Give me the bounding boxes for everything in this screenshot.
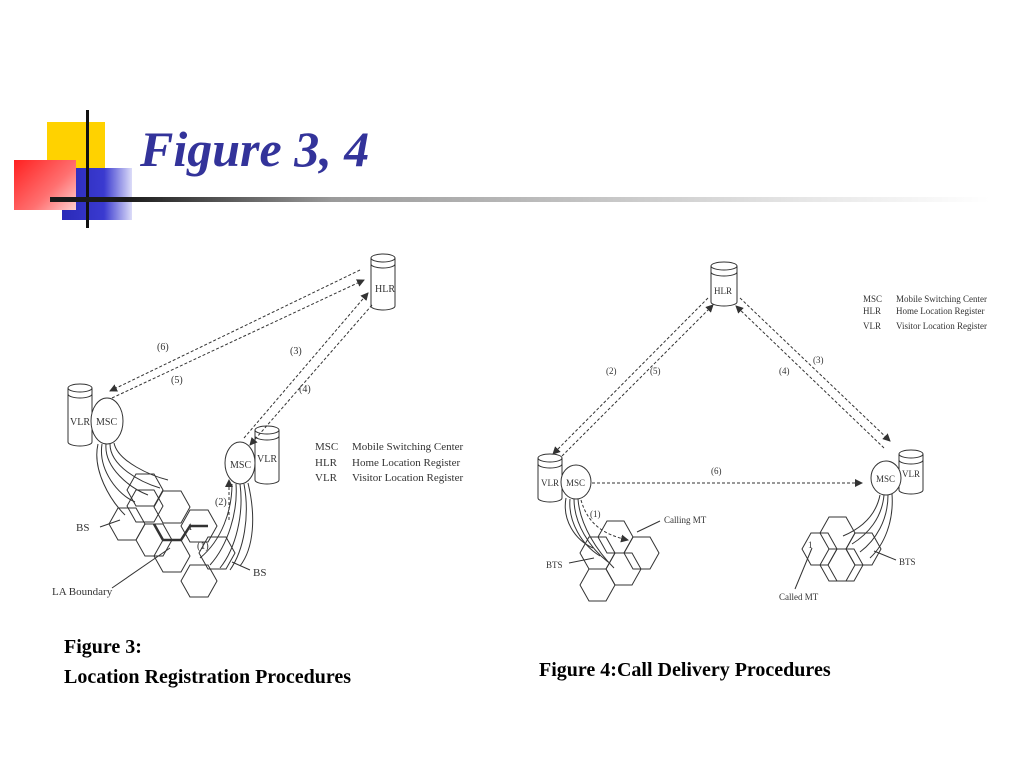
fig4-legend-abbr-msc: MSC <box>863 294 882 304</box>
fig4-cell-cluster-left <box>579 520 660 602</box>
fig4-vlr-right-node <box>898 449 924 495</box>
fig3-bs-left-pointer <box>99 519 121 528</box>
fig3-step-2: (2) <box>215 497 227 508</box>
fig3-legend-abbr-vlr: VLR <box>315 472 338 484</box>
fig4-step-3: (3) <box>813 355 824 365</box>
fig4-radio-links-right <box>842 493 893 559</box>
fig3-la-boundary-pointer <box>111 547 171 589</box>
fig4-step-5: (5) <box>650 366 661 376</box>
fig3-step-1: (1) <box>197 541 209 552</box>
fig3-arrow-5 <box>111 279 365 399</box>
fig3-radio-links-left <box>96 442 169 516</box>
fig4-vlr-left-label: VLR <box>541 478 559 488</box>
fig4-step-6: (6) <box>711 466 722 476</box>
fig4-cell-cluster-right <box>801 516 882 582</box>
fig3-bs-right-pointer <box>231 561 251 571</box>
fig4-bts-right-pointer <box>873 550 897 561</box>
fig3-bs-left-label: BS <box>76 522 89 534</box>
figure4-diagram <box>537 261 924 602</box>
fig3-step-6: (6) <box>157 342 169 353</box>
fig3-la-boundary-line <box>152 523 208 542</box>
fig4-legend-abbr-vlr: VLR <box>863 321 881 331</box>
fig4-legend-text-vlr: Visitor Location Register <box>896 321 987 331</box>
fig3-cell-cluster <box>108 473 236 598</box>
fig4-legend: MSC Mobile Switching Center HLR Home Loc… <box>863 294 987 331</box>
title-divider <box>50 197 990 202</box>
figure3-diagram <box>67 253 396 598</box>
fig4-step-4: (4) <box>779 366 790 376</box>
fig4-bts-right-label: BTS <box>899 557 916 567</box>
fig3-arrow-3 <box>243 292 369 439</box>
fig4-radio-links-left <box>564 497 615 569</box>
fig4-hlr-label: HLR <box>714 286 732 296</box>
fig3-vlr-left-label: VLR <box>70 417 90 428</box>
fig3-vlr-left-node <box>67 383 93 447</box>
fig3-msc-left-label: MSC <box>96 417 117 428</box>
fig3-step-3: (3) <box>290 346 302 357</box>
fig3-legend-abbr-msc: MSC <box>315 441 338 453</box>
fig4-vlr-right-label: VLR <box>902 469 920 479</box>
fig3-step-4: (4) <box>299 384 311 395</box>
fig3-msc-left-node <box>90 397 124 445</box>
fig3-hlr-node <box>370 253 396 311</box>
fig3-arrow-4 <box>249 304 373 446</box>
fig4-called-mt-label: Called MT <box>779 592 819 602</box>
fig3-vlr-right-node <box>254 425 280 485</box>
fig4-arrow-3 <box>739 297 891 442</box>
fig4-legend-abbr-hlr: HLR <box>863 306 881 316</box>
fig3-legend-abbr-hlr: HLR <box>315 457 338 469</box>
fig4-hlr-node <box>710 261 738 307</box>
slide-title: Figure 3, 4 <box>140 121 370 177</box>
fig3-bs-right-label: BS <box>253 567 266 579</box>
fig4-arrow-2 <box>552 297 709 455</box>
fig3-msc-right-label: MSC <box>230 460 251 471</box>
figure3-caption-line1: Figure 3: <box>64 636 142 658</box>
fig4-cell-marker: 1 <box>808 540 813 550</box>
fig4-arrow-5 <box>561 304 714 457</box>
fig4-arrow-1 <box>580 499 629 543</box>
fig3-cell-marker: 1 <box>188 522 193 532</box>
fig4-msc-left-node <box>560 464 592 500</box>
fig3-la-boundary-label: LA Boundary <box>52 586 113 598</box>
fig4-step-1: (1) <box>590 509 601 519</box>
fig4-legend-text-hlr: Home Location Register <box>896 306 984 316</box>
fig3-legend-text-hlr: Home Location Register <box>352 457 460 469</box>
fig4-step-2: (2) <box>606 366 617 376</box>
fig4-calling-mt-pointer <box>636 520 661 533</box>
fig3-legend-text-msc: Mobile Switching Center <box>352 441 464 453</box>
fig4-calling-mt-label: Calling MT <box>664 515 707 525</box>
figure3-caption-line2: Location Registration Procedures <box>64 666 352 688</box>
fig4-arrow-4 <box>735 305 885 449</box>
fig4-msc-left-label: MSC <box>566 478 585 488</box>
fig4-vlr-left-node <box>537 453 563 503</box>
figure4-caption: Figure 4:Call Delivery Procedures <box>539 659 831 681</box>
deco-vertical-line <box>86 110 89 228</box>
fig4-msc-right-node <box>870 460 902 496</box>
fig3-hlr-label: HLR <box>375 284 395 295</box>
fig3-legend: MSC Mobile Switching Center HLR Home Loc… <box>315 441 464 484</box>
fig3-vlr-right-label: VLR <box>257 454 277 465</box>
fig4-msc-right-label: MSC <box>876 474 895 484</box>
fig3-legend-text-vlr: Visitor Location Register <box>352 472 463 484</box>
fig3-step-5: (5) <box>171 375 183 386</box>
fig4-bts-left-label: BTS <box>546 560 563 570</box>
fig4-called-mt-pointer <box>794 547 813 590</box>
fig3-radio-links-right <box>199 482 254 571</box>
fig4-bts-left-pointer <box>568 557 595 564</box>
fig3-arrow-6 <box>109 269 361 392</box>
fig4-legend-text-msc: Mobile Switching Center <box>896 294 987 304</box>
